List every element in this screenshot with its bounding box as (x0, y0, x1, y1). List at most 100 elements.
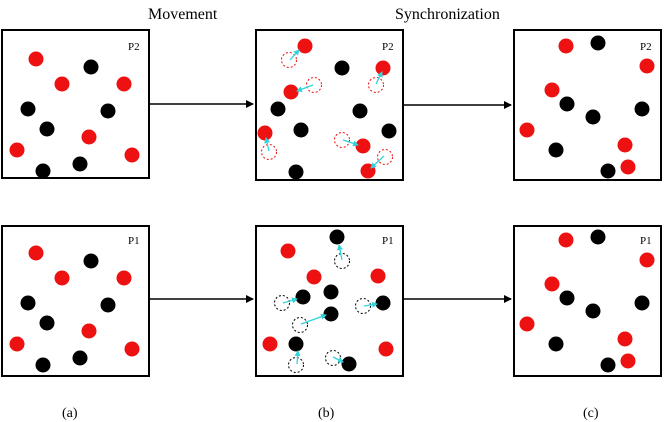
particle-a-p2 (83, 59, 99, 75)
header-movement: Movement (148, 6, 218, 23)
ghost-particle-b-p2 (306, 77, 322, 93)
particle-c-p2 (600, 163, 616, 179)
panel-a-p1 (1, 225, 150, 377)
move-vector-b-p1 (294, 350, 301, 365)
ghost-particle-b-p1 (288, 357, 304, 373)
particle-c-p2 (559, 96, 575, 112)
panel-c-p2-label: P2 (640, 41, 652, 53)
move-vector-b-p1 (332, 356, 344, 363)
particle-b-p2 (293, 122, 309, 138)
particle-a-p2 (39, 121, 55, 137)
move-vector-b-p2 (264, 137, 271, 152)
particle-b-p1 (262, 336, 278, 352)
particle-b-p2 (381, 123, 397, 139)
move-vector-b-p2 (289, 49, 300, 61)
particle-b-p2 (355, 138, 371, 154)
panel-b-p1 (255, 225, 404, 377)
particle-c-p1 (548, 336, 564, 352)
particle-c-p1 (519, 316, 535, 332)
particle-c-p2 (639, 58, 655, 74)
panel-a-p1-label: P1 (128, 235, 140, 247)
particle-a-p1 (35, 357, 51, 373)
ghost-particle-b-p1 (292, 317, 308, 333)
ghost-particle-b-p2 (334, 132, 350, 148)
particle-c-p1 (585, 303, 601, 319)
particle-c-p1 (600, 357, 616, 373)
ghost-particle-b-p2 (368, 77, 384, 93)
particle-c-p2 (634, 101, 650, 117)
particle-c-p1 (634, 295, 650, 311)
particle-b-p2 (297, 38, 313, 54)
particle-b-p2 (352, 103, 368, 119)
particle-a-p1 (54, 270, 70, 286)
particle-c-p2 (590, 35, 606, 51)
caption-a: (a) (62, 406, 78, 421)
particle-c-p1 (639, 252, 655, 268)
panel-a-p2-label: P2 (128, 41, 140, 53)
caption-c: (c) (583, 406, 599, 421)
particle-b-p1 (323, 306, 339, 322)
ghost-particle-b-p2 (261, 144, 277, 160)
particle-c-p2 (617, 137, 633, 153)
particle-a-p1 (28, 245, 44, 261)
particle-b-p1 (280, 243, 296, 259)
particle-b-p1 (378, 341, 394, 357)
particle-a-p2 (28, 51, 44, 67)
panel-b-p1-label: P1 (382, 235, 394, 247)
particle-a-p1 (39, 315, 55, 331)
particle-a-p1 (124, 341, 140, 357)
particle-c-p2 (558, 38, 574, 54)
particle-a-p2 (81, 129, 97, 145)
particle-a-p1 (116, 270, 132, 286)
particle-b-p2 (288, 164, 304, 180)
particle-a-p2 (72, 156, 88, 172)
particle-c-p1 (544, 276, 560, 292)
panel-c-p1-label: P1 (640, 235, 652, 247)
particle-c-p2 (544, 82, 560, 98)
move-vector-b-p2 (370, 155, 385, 169)
panel-b-p2-label: P2 (382, 41, 394, 53)
move-vector-b-p2 (375, 71, 383, 85)
ghost-particle-b-p1 (355, 298, 371, 314)
particle-b-p1 (295, 289, 311, 305)
particle-c-p1 (620, 353, 636, 369)
particle-b-p2 (334, 60, 350, 76)
caption-b: (b) (318, 406, 335, 421)
particle-b-p1 (375, 295, 391, 311)
particle-b-p1 (323, 284, 339, 300)
particle-c-p1 (559, 290, 575, 306)
particle-c-p2 (585, 109, 601, 125)
particle-b-p1 (288, 336, 304, 352)
ghost-particle-b-p1 (325, 350, 341, 366)
particle-b-p2 (257, 125, 273, 141)
particle-a-p2 (54, 76, 70, 92)
particle-a-p2 (116, 76, 132, 92)
header-synchronization: Synchronization (395, 6, 500, 23)
particle-b-p1 (329, 229, 345, 245)
particle-a-p1 (9, 336, 25, 352)
ghost-particle-b-p2 (281, 52, 297, 68)
panel-c-p1 (513, 225, 662, 377)
particle-c-p2 (620, 159, 636, 175)
move-vector-b-p1 (282, 297, 298, 304)
move-vector-b-p1 (363, 301, 378, 308)
move-vector-b-p2 (296, 84, 314, 93)
particle-a-p2 (20, 101, 36, 117)
ghost-particle-b-p2 (377, 149, 393, 165)
ghost-particle-b-p1 (334, 253, 350, 269)
particle-b-p2 (375, 60, 391, 76)
particle-c-p2 (548, 142, 564, 158)
particle-a-p1 (20, 295, 36, 311)
panel-c-p2 (513, 29, 662, 181)
particle-a-p2 (100, 103, 116, 119)
particle-a-p1 (83, 253, 99, 269)
particle-b-p1 (306, 269, 322, 285)
particle-c-p2 (519, 122, 535, 138)
move-vector-b-p1 (337, 244, 343, 261)
particle-a-p2 (9, 142, 25, 158)
particle-a-p1 (72, 350, 88, 366)
particle-b-p1 (370, 268, 386, 284)
particle-c-p1 (617, 331, 633, 347)
particle-a-p2 (124, 147, 140, 163)
